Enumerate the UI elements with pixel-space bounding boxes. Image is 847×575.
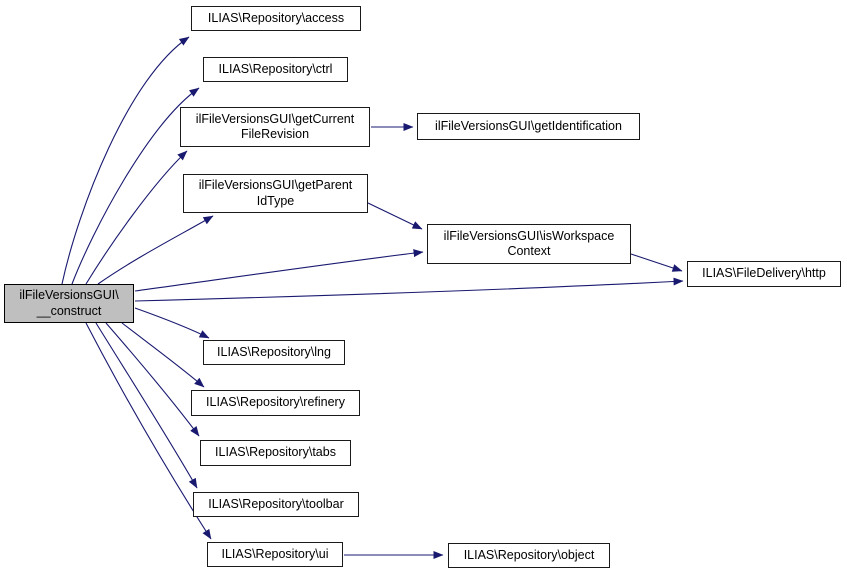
node-ilfileversionsgui-getparentidtype[interactable]: ilFileVersionsGUI\getParent IdType xyxy=(183,174,368,213)
node-label: ILIAS\Repository\toolbar xyxy=(208,496,344,511)
node-ilias-repository-refinery[interactable]: ILIAS\Repository\refinery xyxy=(191,390,360,416)
node-label: ILIAS\Repository\refinery xyxy=(206,395,345,410)
node-ilias-repository-lng[interactable]: ILIAS\Repository\lng xyxy=(203,340,345,365)
edge-construct-ctrl xyxy=(71,87,200,285)
node-ilfileversionsgui-isworkspacecontext[interactable]: ilFileVersionsGUI\isWorkspace Context xyxy=(427,224,631,264)
node-label: ILIAS\Repository\ctrl xyxy=(218,61,333,76)
node-label: ilFileVersionsGUI\getParent IdType xyxy=(198,178,353,208)
node-label: ILIAS\Repository\ui xyxy=(221,546,329,561)
node-label: ilFileVersionsGUI\getCurrent FileRevisio… xyxy=(195,111,355,142)
node-label: ILIAS\Repository\lng xyxy=(217,344,331,359)
node-label: ilFileVersionsGUI\getIdentification xyxy=(435,118,622,133)
edge-construct-getparentidtype xyxy=(97,215,214,285)
edge-getparentidtype-isworkspacecontext xyxy=(367,202,423,230)
edge-construct-http xyxy=(134,277,684,302)
node-ilias-repository-toolbar[interactable]: ILIAS\Repository\toolbar xyxy=(193,492,359,517)
edge-construct-toolbar xyxy=(95,322,198,489)
edge-construct-access xyxy=(61,36,190,285)
node-label: ilFileVersionsGUI\isWorkspace Context xyxy=(443,228,615,259)
node-ilias-repository-object[interactable]: ILIAS\Repository\object xyxy=(448,543,610,568)
node-ilias-repository-ui[interactable]: ILIAS\Repository\ui xyxy=(207,542,343,567)
node-ilfileversionsgui-construct[interactable]: ilFileVersionsGUI\ __construct xyxy=(4,284,134,323)
node-ilias-repository-access[interactable]: ILIAS\Repository\access xyxy=(191,6,361,31)
node-label: ILIAS\FileDelivery\http xyxy=(702,266,826,281)
node-label: ILIAS\Repository\object xyxy=(463,547,595,562)
node-ilias-repository-ctrl[interactable]: ILIAS\Repository\ctrl xyxy=(203,57,348,82)
node-ilias-repository-tabs[interactable]: ILIAS\Repository\tabs xyxy=(200,440,351,466)
node-label: ilFileVersionsGUI\ __construct xyxy=(19,288,119,318)
edge-construct-isworkspacecontext xyxy=(134,249,424,292)
edge-construct-getcurrentfilerevision xyxy=(85,150,188,285)
node-ilfileversionsgui-getidentification[interactable]: ilFileVersionsGUI\getIdentification xyxy=(417,113,640,140)
edge-construct-refinery xyxy=(121,322,205,388)
edge-construct-tabs xyxy=(105,322,200,437)
edge-isworkspacecontext-http xyxy=(630,253,683,272)
node-label: ILIAS\Repository\tabs xyxy=(215,445,336,460)
node-ilfileversionsgui-getcurrentfilerevision[interactable]: ilFileVersionsGUI\getCurrent FileRevisio… xyxy=(180,107,370,147)
node-ilias-filedelivery-http[interactable]: ILIAS\FileDelivery\http xyxy=(687,261,841,287)
node-label: ILIAS\Repository\access xyxy=(207,10,345,25)
edge-construct-lng xyxy=(134,307,210,339)
